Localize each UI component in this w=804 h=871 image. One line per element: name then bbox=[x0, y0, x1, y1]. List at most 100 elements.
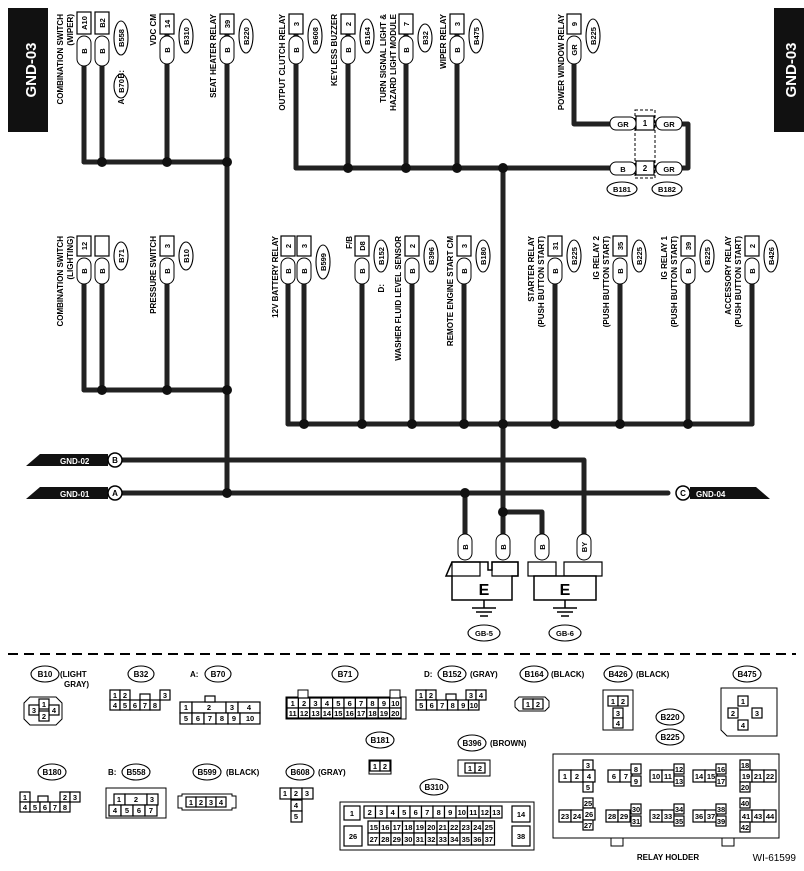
pin-number: 41 bbox=[742, 812, 750, 821]
pin-cell bbox=[739, 781, 751, 793]
svg-text:5: 5 bbox=[33, 803, 37, 812]
svg-text:(LIGHT: (LIGHT bbox=[60, 670, 87, 679]
right-page-tab: GND-03 bbox=[774, 8, 804, 132]
pin-number: 43 bbox=[754, 812, 762, 821]
svg-text:31: 31 bbox=[551, 242, 560, 250]
svg-text:B: B bbox=[461, 544, 470, 550]
pin-cell bbox=[582, 781, 594, 793]
connector-b70: A: B70 1 2 3 4 5 6 7 8 9 10 bbox=[179, 665, 261, 725]
svg-text:D8: D8 bbox=[358, 241, 367, 251]
svg-text:GND-01: GND-01 bbox=[60, 490, 90, 499]
pin-number: 36 bbox=[695, 812, 703, 821]
pin-number: 14 bbox=[517, 810, 526, 819]
pin-number: 34 bbox=[450, 835, 459, 844]
svg-text:GR: GR bbox=[617, 120, 629, 129]
remote-engine-start-cm: REMOTE ENGINE START CM 3 B B180 bbox=[446, 235, 491, 346]
junction-dots bbox=[97, 157, 693, 517]
svg-text:A10: A10 bbox=[80, 16, 89, 30]
pin-number: 30 bbox=[632, 805, 640, 814]
svg-text:B225: B225 bbox=[660, 733, 680, 742]
svg-text:HAZARD LIGHT MODULE: HAZARD LIGHT MODULE bbox=[389, 13, 398, 111]
ground-points: B B B BY E E GB-5 GB-6 bbox=[444, 533, 603, 642]
svg-text:2: 2 bbox=[536, 700, 540, 709]
svg-text:1: 1 bbox=[373, 762, 377, 771]
pin-cell bbox=[673, 803, 685, 815]
svg-text:D:: D: bbox=[377, 284, 386, 292]
svg-text:1: 1 bbox=[189, 798, 193, 807]
ig-relay-1: IG RELAY 1 (PUSH BUTTON START) 39 B B225 bbox=[660, 235, 715, 327]
vdc-cm: VDC CM 14 B B310 bbox=[149, 13, 194, 65]
svg-text:(LIGHTING): (LIGHTING) bbox=[66, 236, 75, 280]
pin-number: 15 bbox=[707, 772, 715, 781]
svg-text:2: 2 bbox=[408, 244, 417, 248]
svg-text:2: 2 bbox=[383, 762, 387, 771]
svg-text:A:: A: bbox=[190, 670, 198, 679]
pin-cell bbox=[389, 707, 402, 719]
svg-text:4: 4 bbox=[23, 803, 28, 812]
svg-text:9: 9 bbox=[232, 714, 236, 723]
pin-number: 39 bbox=[717, 817, 725, 826]
svg-text:B225: B225 bbox=[570, 247, 579, 265]
svg-text:WIPER RELAY: WIPER RELAY bbox=[439, 13, 448, 68]
svg-text:B: B bbox=[358, 268, 367, 274]
svg-text:1: 1 bbox=[283, 789, 287, 798]
svg-text:B: B bbox=[163, 47, 172, 53]
svg-text:WASHER FLUID LEVEL SENSOR: WASHER FLUID LEVEL SENSOR bbox=[394, 236, 403, 361]
pin-number: 7 bbox=[425, 808, 429, 817]
pin-number: 44 bbox=[766, 812, 775, 821]
pin-number: 6 bbox=[414, 808, 418, 817]
svg-text:7: 7 bbox=[208, 714, 212, 723]
svg-text:4: 4 bbox=[741, 721, 746, 730]
svg-text:1: 1 bbox=[468, 764, 472, 773]
pin-number: 40 bbox=[741, 799, 749, 808]
pin-number: 37 bbox=[485, 835, 493, 844]
pin-number: 25 bbox=[485, 823, 493, 832]
svg-text:2: 2 bbox=[294, 789, 298, 798]
svg-text:B70: B70 bbox=[211, 670, 226, 679]
svg-text:A:: A: bbox=[117, 96, 126, 104]
svg-text:(GRAY): (GRAY) bbox=[318, 768, 346, 777]
svg-text:1: 1 bbox=[42, 700, 46, 709]
svg-text:B: B bbox=[538, 544, 547, 550]
svg-text:2: 2 bbox=[199, 798, 203, 807]
svg-text:3: 3 bbox=[292, 22, 301, 26]
svg-text:2: 2 bbox=[134, 795, 138, 804]
pin-number: 36 bbox=[473, 835, 481, 844]
svg-text:4: 4 bbox=[113, 701, 118, 710]
pin-cell bbox=[763, 809, 777, 823]
combination-switch-lighting: COMBINATION SWITCH (LIGHTING) 12 3 B B B… bbox=[56, 235, 129, 327]
pin-number: 4 bbox=[391, 808, 396, 817]
turn-signal-hazard-module: TURN SIGNAL LIGHT & HAZARD LIGHT MODULE … bbox=[379, 13, 433, 111]
svg-text:1: 1 bbox=[23, 793, 27, 802]
svg-text:4: 4 bbox=[219, 798, 224, 807]
pin-cell bbox=[673, 763, 685, 775]
svg-text:3: 3 bbox=[163, 244, 172, 248]
pin-cell bbox=[739, 821, 751, 833]
svg-text:D:: D: bbox=[424, 670, 432, 679]
pin-number: 10 bbox=[391, 699, 399, 708]
svg-text:6: 6 bbox=[133, 701, 137, 710]
pin-cell bbox=[763, 769, 777, 783]
pin-number: 22 bbox=[766, 772, 774, 781]
pin-number: 23 bbox=[462, 823, 470, 832]
pin-cell bbox=[739, 797, 751, 809]
pin-number: 33 bbox=[439, 835, 447, 844]
pin-number: 21 bbox=[439, 823, 447, 832]
svg-text:B: B bbox=[453, 47, 462, 53]
svg-text:IG RELAY 2: IG RELAY 2 bbox=[592, 235, 601, 279]
pin-number: 2 bbox=[429, 691, 433, 700]
pin-number: 17 bbox=[357, 709, 365, 718]
svg-text:2: 2 bbox=[63, 793, 67, 802]
pin-number: 9 bbox=[382, 699, 386, 708]
svg-text:39: 39 bbox=[684, 242, 693, 250]
svg-text:SEAT HEATER RELAY: SEAT HEATER RELAY bbox=[209, 13, 218, 98]
pin-number: 42 bbox=[741, 823, 749, 832]
pin-number: 35 bbox=[675, 817, 683, 826]
svg-text:B608: B608 bbox=[311, 27, 320, 45]
svg-text:B220: B220 bbox=[242, 27, 251, 45]
svg-text:F/B: F/B bbox=[345, 236, 354, 249]
pin-number: 32 bbox=[427, 835, 435, 844]
connector-b10: B10 (LIGHT GRAY) 1 3 4 2 bbox=[23, 665, 89, 726]
svg-text:GB-5: GB-5 bbox=[475, 629, 493, 638]
